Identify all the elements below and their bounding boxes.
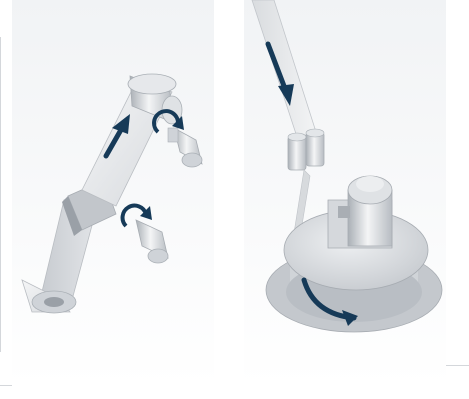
- motor-icon: [168, 128, 202, 167]
- motor-icon: [136, 220, 168, 263]
- roller-drive-illustration: [12, 0, 214, 386]
- panel-reel-drive: [244, 0, 446, 386]
- guide-line-bottom-right: [446, 365, 469, 366]
- guide-line-left: [0, 37, 1, 352]
- belt-strip-icon: [252, 0, 316, 140]
- roller-icon: [288, 129, 324, 170]
- panel-roller-drive: [12, 0, 214, 386]
- reel-drive-illustration: [244, 0, 446, 386]
- motor-icon: [328, 176, 392, 248]
